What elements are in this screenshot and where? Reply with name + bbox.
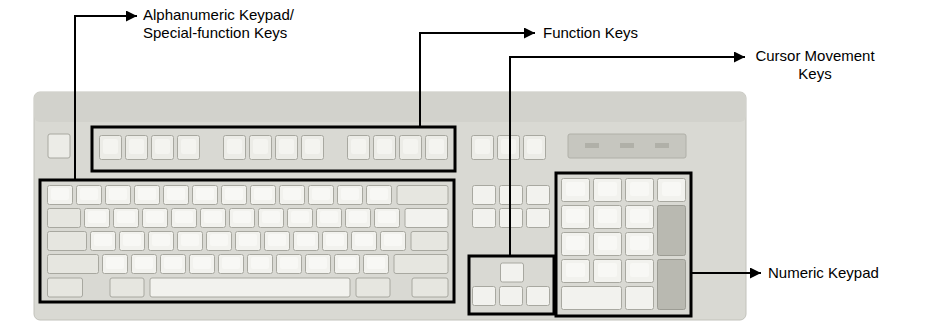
region-label: Alphanumeric Keypad/ Special-function Ke… (143, 6, 311, 42)
region-label: Numeric Keypad (768, 264, 879, 282)
region-label: Cursor Movement Keys (750, 47, 880, 83)
region-label: Function Keys (543, 24, 638, 42)
